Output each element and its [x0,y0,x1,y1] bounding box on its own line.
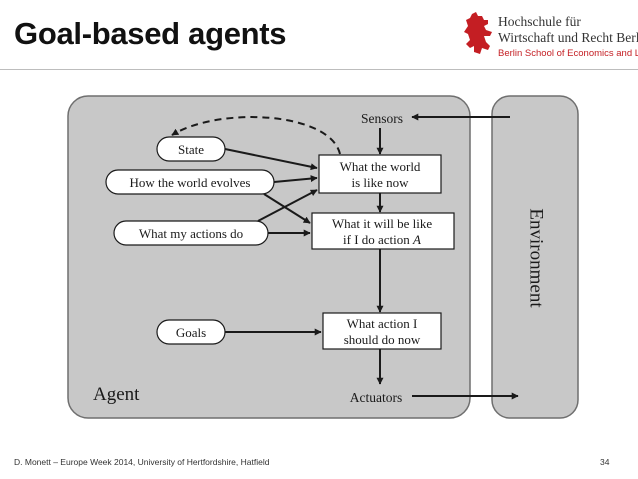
action-effect-line2-text: if I do action [343,232,413,247]
action-effect-line1: What it will be like [332,216,433,231]
action-effect-line2: if I do action A [343,232,421,247]
page-number: 34 [600,457,610,467]
what-action-line2: should do now [344,332,421,347]
action-variable: A [412,232,421,247]
evolves-to-effect-arrow [263,193,311,224]
world-now-line2: is like now [351,175,409,190]
actions-to-world-arrow [257,189,318,222]
how-world-evolves-label: How the world evolves [130,175,251,190]
state-to-world-arrow [224,148,318,171]
evolves-to-world-arrow [273,175,318,183]
action-effect-box [311,212,455,250]
logo-text-line3: Berlin School of Economics and Law [498,48,638,59]
university-logo: Hochschule für Wirtschaft und Recht Berl… [462,12,638,62]
environment-panel [491,95,579,419]
arrow-group [171,113,519,400]
what-action-box [322,312,442,350]
sensors-label: Sensors [361,111,403,126]
world-now-box [318,154,442,194]
environment-label: Environment [526,208,547,308]
footer-citation: D. Monett – Europe Week 2014, University… [14,457,270,467]
what-my-actions-do-label: What my actions do [139,226,243,241]
world-now-line1: What the world [340,159,421,174]
state-label: State [178,142,204,157]
bear-icon [464,12,492,54]
what-action-line1: What action I [347,316,418,331]
agent-panel [67,95,471,419]
goals-label: Goals [176,325,206,340]
logo-text-line2: Wirtschaft und Recht Berlin [498,30,638,45]
actuators-label: Actuators [350,390,402,405]
header-divider [0,69,638,70]
logo-text-line1: Hochschule für [498,14,581,29]
slide-title: Goal-based agents [14,16,287,51]
world-to-state-dashed-arrow [171,116,341,155]
agent-label: Agent [93,384,140,405]
